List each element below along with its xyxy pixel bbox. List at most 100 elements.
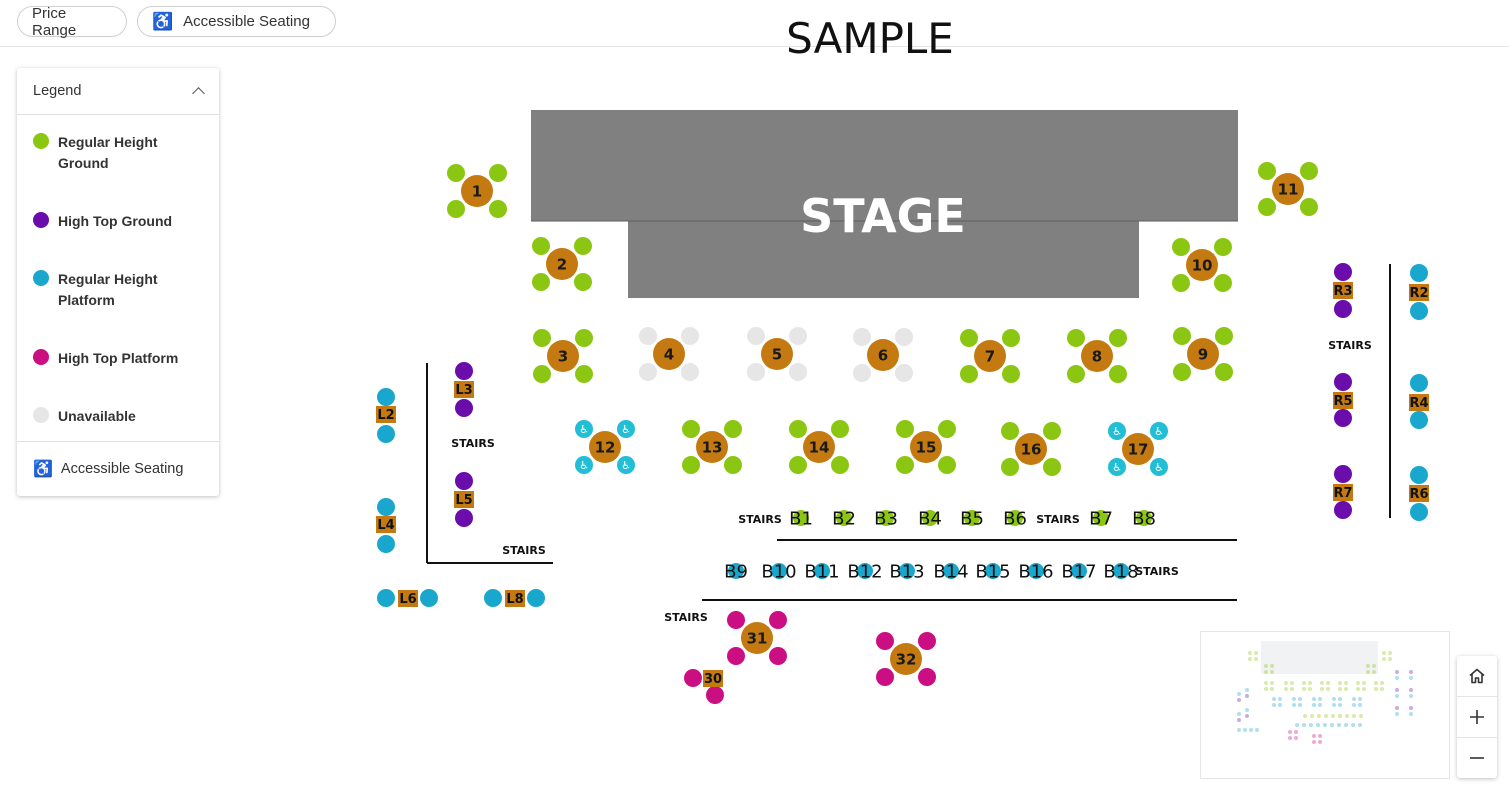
- seat[interactable]: [918, 632, 936, 650]
- seat[interactable]: [836, 510, 852, 526]
- zoom-out-button[interactable]: [1457, 738, 1497, 778]
- seat[interactable]: [857, 563, 873, 579]
- seat[interactable]: [1410, 374, 1428, 392]
- seat[interactable]: [1093, 510, 1109, 526]
- seat[interactable]: [532, 237, 550, 255]
- seat[interactable]: [420, 589, 438, 607]
- seat[interactable]: [1109, 365, 1127, 383]
- seat[interactable]: [1067, 329, 1085, 347]
- seat[interactable]: [681, 363, 699, 381]
- seat[interactable]: [1172, 274, 1190, 292]
- seat[interactable]: [789, 327, 807, 345]
- table[interactable]: [653, 338, 685, 370]
- table[interactable]: [867, 339, 899, 371]
- table[interactable]: [1015, 433, 1047, 465]
- seat[interactable]: [878, 510, 894, 526]
- seat[interactable]: [922, 510, 938, 526]
- seat[interactable]: [938, 456, 956, 474]
- seat[interactable]: [484, 589, 502, 607]
- seat[interactable]: [789, 363, 807, 381]
- seat[interactable]: [1109, 329, 1127, 347]
- seat[interactable]: [724, 456, 742, 474]
- minimap[interactable]: [1200, 631, 1450, 779]
- accessible-seat[interactable]: [617, 420, 635, 438]
- seat[interactable]: [455, 399, 473, 417]
- seat[interactable]: [895, 364, 913, 382]
- seat[interactable]: [789, 420, 807, 438]
- seat[interactable]: [377, 498, 395, 516]
- seat[interactable]: [747, 327, 765, 345]
- seat[interactable]: [896, 420, 914, 438]
- accessible-seat[interactable]: [575, 456, 593, 474]
- seat[interactable]: [1334, 300, 1352, 318]
- seat[interactable]: [728, 563, 744, 579]
- seat[interactable]: [1300, 162, 1318, 180]
- seat[interactable]: [1334, 409, 1352, 427]
- seat[interactable]: [1410, 503, 1428, 521]
- seat[interactable]: [876, 632, 894, 650]
- seat[interactable]: [960, 365, 978, 383]
- seat[interactable]: [447, 164, 465, 182]
- seat[interactable]: [533, 365, 551, 383]
- seat[interactable]: [1043, 458, 1061, 476]
- legend-toggle[interactable]: Legend: [17, 68, 219, 115]
- accessible-seat[interactable]: [1150, 422, 1168, 440]
- seat[interactable]: [681, 327, 699, 345]
- home-button[interactable]: [1457, 656, 1497, 697]
- seat[interactable]: [789, 456, 807, 474]
- seat[interactable]: [938, 420, 956, 438]
- seat[interactable]: [899, 563, 915, 579]
- seat[interactable]: [489, 200, 507, 218]
- seat[interactable]: [724, 420, 742, 438]
- seat[interactable]: [771, 563, 787, 579]
- seat[interactable]: [1334, 465, 1352, 483]
- seat[interactable]: [532, 273, 550, 291]
- table[interactable]: [1081, 340, 1113, 372]
- seat[interactable]: [985, 563, 1001, 579]
- seat[interactable]: [1001, 422, 1019, 440]
- table[interactable]: [1272, 173, 1304, 205]
- seat[interactable]: [377, 388, 395, 406]
- seat[interactable]: [1028, 563, 1044, 579]
- seat[interactable]: [455, 509, 473, 527]
- seat[interactable]: [1214, 274, 1232, 292]
- seat[interactable]: [896, 456, 914, 474]
- seat[interactable]: [943, 563, 959, 579]
- seat[interactable]: [706, 686, 724, 704]
- seat[interactable]: [377, 425, 395, 443]
- seat[interactable]: [1334, 501, 1352, 519]
- seat[interactable]: [1007, 510, 1023, 526]
- seat[interactable]: [769, 647, 787, 665]
- seat[interactable]: [533, 329, 551, 347]
- table[interactable]: [1122, 433, 1154, 465]
- seat[interactable]: [1001, 458, 1019, 476]
- table[interactable]: [589, 431, 621, 463]
- table[interactable]: [910, 431, 942, 463]
- seat[interactable]: [960, 329, 978, 347]
- seat[interactable]: [377, 535, 395, 553]
- table[interactable]: [974, 340, 1006, 372]
- seat[interactable]: [1071, 563, 1087, 579]
- zoom-in-button[interactable]: [1457, 697, 1497, 738]
- seat[interactable]: [575, 365, 593, 383]
- seat[interactable]: [727, 611, 745, 629]
- table[interactable]: [890, 643, 922, 675]
- seat[interactable]: [455, 472, 473, 490]
- seat[interactable]: [682, 420, 700, 438]
- accessible-seat[interactable]: [617, 456, 635, 474]
- seat[interactable]: [793, 510, 809, 526]
- seat[interactable]: [1410, 466, 1428, 484]
- seat[interactable]: [1334, 263, 1352, 281]
- table[interactable]: [461, 175, 493, 207]
- seat[interactable]: [964, 510, 980, 526]
- seat[interactable]: [574, 273, 592, 291]
- seat[interactable]: [682, 456, 700, 474]
- accessible-seat[interactable]: [1108, 422, 1126, 440]
- seat[interactable]: [853, 328, 871, 346]
- seat[interactable]: [831, 456, 849, 474]
- seat[interactable]: [684, 669, 702, 687]
- seat[interactable]: [1334, 373, 1352, 391]
- seat[interactable]: [1136, 510, 1152, 526]
- seat[interactable]: [455, 362, 473, 380]
- seat[interactable]: [1172, 238, 1190, 256]
